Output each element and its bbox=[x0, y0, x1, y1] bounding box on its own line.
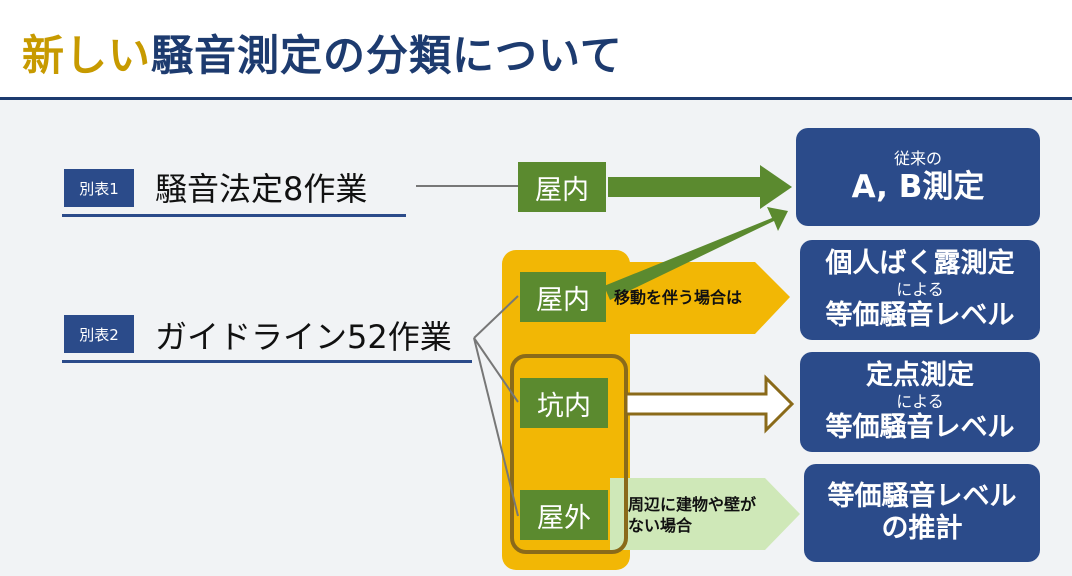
result-ab-top: 従来の bbox=[893, 149, 942, 168]
title-main: 騒音測定の分類について bbox=[151, 31, 623, 80]
gold-arrow bbox=[610, 262, 790, 334]
underline-row2 bbox=[62, 360, 472, 363]
result-personal-exposure: 個人ばく露測定 による 等価騒音レベル bbox=[800, 240, 1040, 340]
green-arrow-1-shaft bbox=[608, 177, 768, 197]
title-bar: 新しい騒音測定の分類について bbox=[0, 0, 1072, 100]
label-guideline-52-tasks: ガイドライン52作業 bbox=[155, 318, 452, 356]
result-personal-line2: による bbox=[896, 280, 944, 299]
note-moving: 移動を伴う場合は bbox=[614, 288, 743, 307]
result-fixed-point: 定点測定 による 等価騒音レベル bbox=[800, 352, 1040, 452]
brown-outline bbox=[510, 354, 628, 554]
underline-row1 bbox=[62, 214, 406, 217]
connector-indoor2 bbox=[473, 295, 519, 339]
title-accent: 新しい bbox=[22, 31, 152, 80]
indoor-box-1: 屋内 bbox=[518, 162, 606, 212]
connector-outdoor bbox=[473, 337, 519, 517]
connector-tunnel bbox=[473, 337, 519, 403]
tunnel-box: 坑内 bbox=[520, 378, 608, 428]
result-personal-line1: 個人ばく露測定 bbox=[825, 248, 1015, 279]
tag-table2: 別表2 bbox=[64, 315, 134, 353]
indoor-box-2: 屋内 bbox=[520, 272, 606, 322]
result-ab-measurement: 従来の A, B測定 bbox=[796, 128, 1040, 226]
result-estimate-line1: 等価騒音レベル bbox=[827, 481, 1017, 512]
outdoor-box: 屋外 bbox=[520, 490, 608, 540]
result-ab-main: A, B測定 bbox=[851, 169, 985, 205]
result-fixed-line2: による bbox=[896, 392, 944, 411]
hollow-arrow-tunnel bbox=[624, 374, 795, 434]
note-outdoor: 周辺に建物や壁が ない場合 bbox=[628, 494, 756, 536]
result-estimate: 等価騒音レベル の推計 bbox=[804, 464, 1040, 562]
green-arrow-1-head bbox=[760, 165, 792, 209]
result-fixed-line1: 定点測定 bbox=[866, 360, 974, 391]
result-personal-line3: 等価騒音レベル bbox=[825, 300, 1015, 331]
result-estimate-line2: の推計 bbox=[881, 513, 963, 544]
label-noise-8-tasks: 騒音法定8作業 bbox=[155, 170, 368, 208]
result-fixed-line3: 等価騒音レベル bbox=[825, 412, 1015, 443]
light-green-arrow bbox=[610, 478, 800, 550]
tag-table1: 別表1 bbox=[64, 169, 134, 207]
note-outdoor-line2: ない場合 bbox=[628, 516, 693, 535]
note-outdoor-line1: 周辺に建物や壁が bbox=[628, 495, 757, 514]
green-arrow-2 bbox=[604, 207, 788, 300]
page-title: 新しい騒音測定の分類について bbox=[22, 22, 623, 83]
